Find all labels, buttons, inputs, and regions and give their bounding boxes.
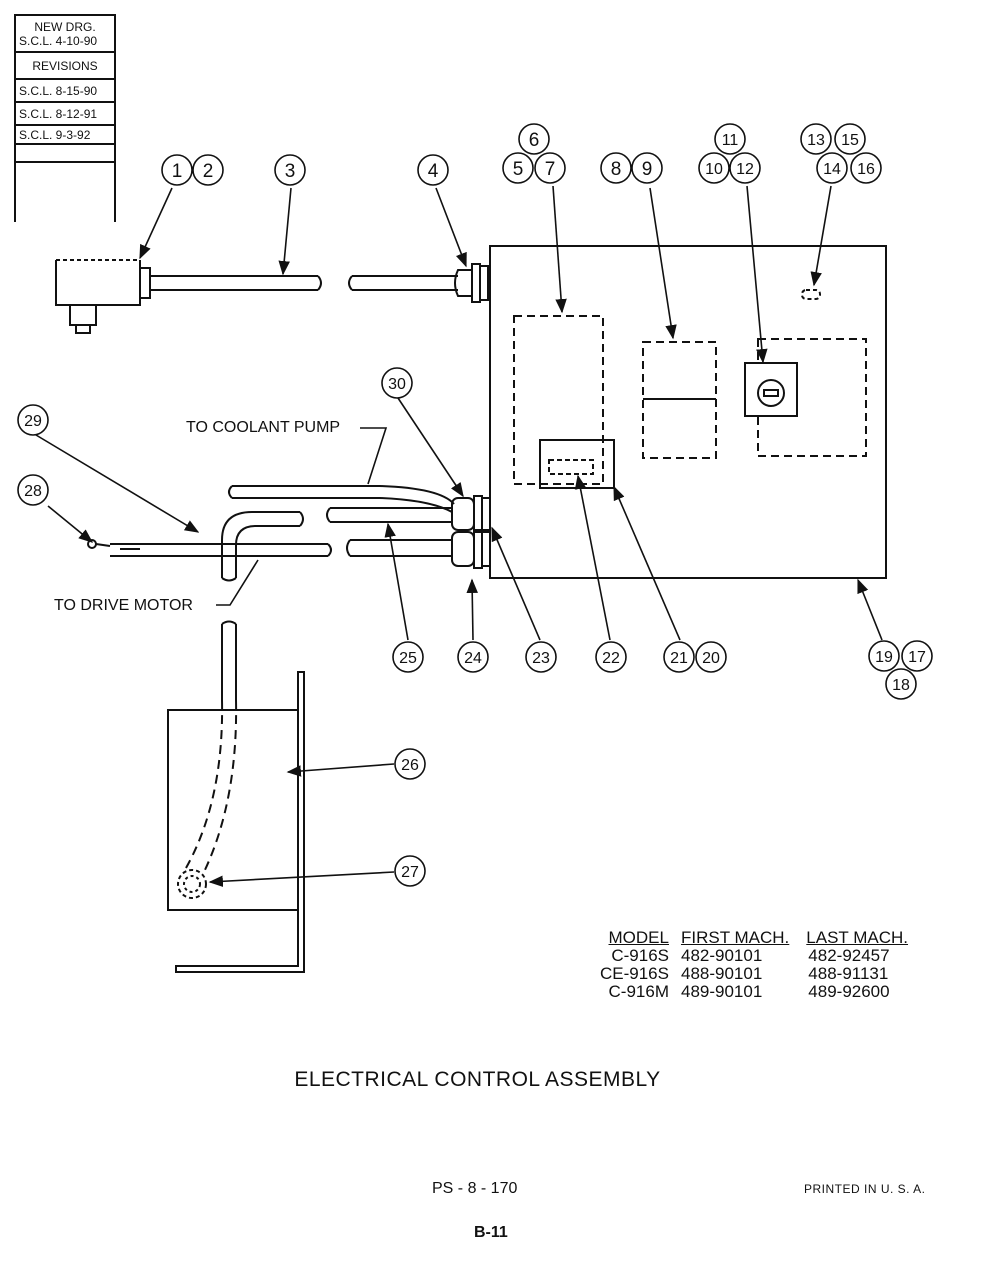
callout-28: 28	[17, 474, 49, 506]
first-mach-cell: 488-90101	[680, 964, 763, 983]
callout-1: 1	[161, 154, 193, 186]
callout-11: 11	[714, 123, 746, 155]
callout-27: 27	[394, 855, 426, 887]
table-row: C-916S 482-90101 482-92457	[600, 947, 917, 965]
component-5-7	[513, 315, 604, 485]
callout-23: 23	[525, 641, 557, 673]
revision-entry: S.C.L. 9-3-92	[16, 126, 114, 145]
first-mach-cell: 482-90101	[680, 946, 763, 965]
callout-19: 19	[868, 640, 900, 672]
callout-14: 14	[816, 152, 848, 184]
svg-text:24: 24	[464, 650, 482, 667]
callout-15: 15	[834, 123, 866, 155]
callout-18: 18	[885, 668, 917, 700]
svg-text:5: 5	[513, 159, 524, 180]
model-cell: CE-916S	[600, 964, 669, 983]
callout-4: 4	[417, 154, 449, 186]
svg-text:8: 8	[611, 159, 622, 180]
svg-text:12: 12	[736, 161, 754, 178]
svg-text:10: 10	[705, 161, 723, 178]
svg-text:30: 30	[388, 376, 406, 393]
svg-text:28: 28	[24, 483, 42, 500]
callout-21: 21	[663, 641, 695, 673]
svg-text:17: 17	[908, 649, 926, 666]
svg-text:1: 1	[172, 161, 183, 182]
svg-text:15: 15	[841, 132, 859, 149]
svg-text:22: 22	[602, 650, 620, 667]
callout-10: 10	[698, 152, 730, 184]
callout-12: 12	[729, 152, 761, 184]
svg-text:18: 18	[892, 677, 910, 694]
revision-block: NEW DRG. S.C.L. 4-10-90 REVISIONS S.C.L.…	[14, 14, 116, 222]
callout-16: 16	[850, 152, 882, 184]
drive-motor-label: TO DRIVE MOTOR	[54, 597, 193, 614]
callout-3: 3	[274, 154, 306, 186]
svg-text:11: 11	[722, 132, 739, 149]
drawing-title: ELECTRICAL CONTROL ASSEMBLY	[294, 1068, 661, 1091]
svg-text:27: 27	[401, 864, 419, 881]
callout-2: 2	[192, 154, 224, 186]
callout-5: 5	[502, 152, 534, 184]
svg-text:25: 25	[399, 650, 417, 667]
revisions-label: REVISIONS	[16, 53, 114, 80]
table-row: C-916M 489-90101 489-92600	[600, 983, 917, 1001]
callout-7: 7	[534, 152, 566, 184]
svg-text:9: 9	[642, 159, 653, 180]
coolant-pump-label: TO COOLANT PUMP	[186, 419, 341, 436]
new-drg-label: NEW DRG.	[34, 20, 96, 34]
page-code: PS - 8 - 170	[432, 1180, 518, 1197]
model-cell: C-916M	[608, 982, 669, 1001]
switch-body	[55, 259, 151, 334]
last-mach-cell: 482-92457	[808, 946, 890, 965]
fitting-4	[454, 263, 489, 303]
svg-text:23: 23	[532, 650, 550, 667]
svg-text:4: 4	[428, 161, 439, 182]
control-panel	[489, 245, 887, 579]
fittings-23-24	[451, 495, 491, 569]
new-drg-date: S.C.L. 4-10-90	[16, 34, 114, 53]
svg-text:16: 16	[857, 161, 875, 178]
model-header: MODEL	[608, 928, 669, 947]
svg-text:13: 13	[807, 132, 825, 149]
page-number: B-11	[474, 1224, 508, 1241]
callout-20: 20	[695, 641, 727, 673]
callout-24: 24	[457, 641, 489, 673]
callout-8: 8	[600, 152, 632, 184]
revision-entry: S.C.L. 8-12-91	[16, 103, 114, 126]
svg-text:7: 7	[545, 159, 556, 180]
svg-text:2: 2	[203, 161, 214, 182]
svg-text:6: 6	[529, 130, 540, 151]
last-mach-cell: 488-91131	[808, 964, 889, 983]
revision-entry: S.C.L. 8-15-90	[16, 80, 114, 103]
model-table: MODEL FIRST MACH. LAST MACH. C-916S 482-…	[600, 928, 917, 1001]
callout-26: 26	[394, 748, 426, 780]
svg-text:20: 20	[702, 650, 720, 667]
revision-blank-row	[16, 145, 114, 163]
printed-in-label: PRINTED IN U. S. A.	[804, 1182, 926, 1196]
callout-29: 29	[17, 404, 49, 436]
svg-text:21: 21	[670, 650, 688, 667]
callout-25: 25	[392, 641, 424, 673]
table-row: CE-916S 488-90101 488-91131	[600, 965, 917, 983]
svg-text:19: 19	[875, 649, 893, 666]
first-mach-header: FIRST MACH.	[680, 928, 790, 947]
svg-text:26: 26	[401, 757, 419, 774]
callout-30: 30	[381, 367, 413, 399]
svg-text:3: 3	[285, 161, 296, 182]
callout-9: 9	[631, 152, 663, 184]
cable-3	[150, 275, 458, 291]
last-mach-header: LAST MACH.	[806, 928, 909, 947]
callout-6: 6	[518, 123, 550, 155]
callout-22: 22	[595, 641, 627, 673]
model-cell: C-916S	[611, 946, 669, 965]
last-mach-cell: 489-92600	[808, 982, 890, 1001]
callout-17: 17	[901, 640, 933, 672]
callout-13: 13	[800, 123, 832, 155]
first-mach-cell: 489-90101	[680, 982, 763, 1001]
svg-text:29: 29	[24, 413, 42, 430]
svg-text:14: 14	[823, 161, 841, 178]
